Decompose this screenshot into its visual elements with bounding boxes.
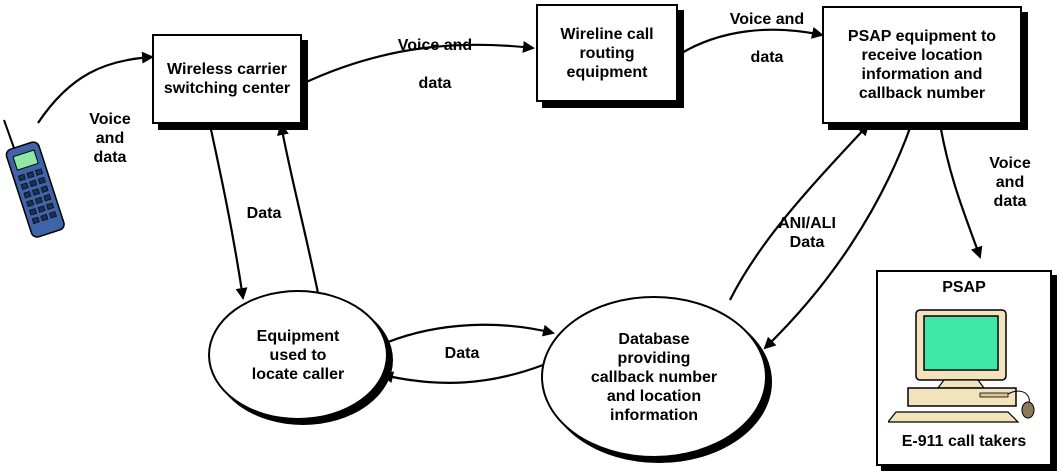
label-routing-to-psap: Voice and data xyxy=(729,11,805,66)
label-phone-to-switch: Voice and data xyxy=(89,111,131,166)
computer-terminal-icon xyxy=(888,309,1035,423)
label-psap-to-takers: Voice and data xyxy=(989,155,1031,210)
arrow-database-to-locate xyxy=(381,363,544,384)
arrow-phone-to-switch xyxy=(37,51,154,124)
cell-phone-icon xyxy=(3,119,65,238)
database-ellipse: Database providing callback number and l… xyxy=(541,296,767,458)
wireless-switching-center-label: Wireless carrier switching center xyxy=(163,61,291,97)
psap-equipment-label: PSAP equipment to receive location infor… xyxy=(847,28,997,102)
wireline-routing-label: Wireline call routing equipment xyxy=(560,25,654,81)
psap-title: PSAP xyxy=(942,279,986,296)
arrow-database-to-psap xyxy=(729,123,870,301)
label-locate-database-data: Data xyxy=(444,345,480,362)
label-switch-to-routing: Voice and data xyxy=(397,37,473,92)
psap-equipment-box: PSAP equipment to receive location infor… xyxy=(822,6,1022,124)
wireline-routing-box: Wireline call routing equipment xyxy=(536,4,678,102)
arrow-routing-to-psap xyxy=(679,27,824,55)
locate-equipment-label: Equipment used to locate caller xyxy=(251,327,345,383)
arrow-switch-to-locate xyxy=(208,124,248,300)
arrow-locate-to-switch xyxy=(277,123,320,294)
wireless-switching-center-box: Wireless carrier switching center xyxy=(152,34,302,124)
arrow-switch-to-routing xyxy=(301,40,535,85)
arrow-psap-to-database xyxy=(763,127,912,350)
locate-equipment-ellipse: Equipment used to locate caller xyxy=(208,290,388,420)
database-label: Database providing callback number and l… xyxy=(590,330,718,424)
label-ani-ali-data: ANI/ALI Data xyxy=(778,215,836,251)
psap-call-takers-box: PSAP E-911 call takers xyxy=(876,270,1052,466)
psap-caption: E-911 call takers xyxy=(901,433,1027,450)
arrow-locate-to-database xyxy=(387,323,555,344)
arrow-psap-to-takers xyxy=(938,123,983,259)
label-switch-locate-data: Data xyxy=(246,205,282,222)
